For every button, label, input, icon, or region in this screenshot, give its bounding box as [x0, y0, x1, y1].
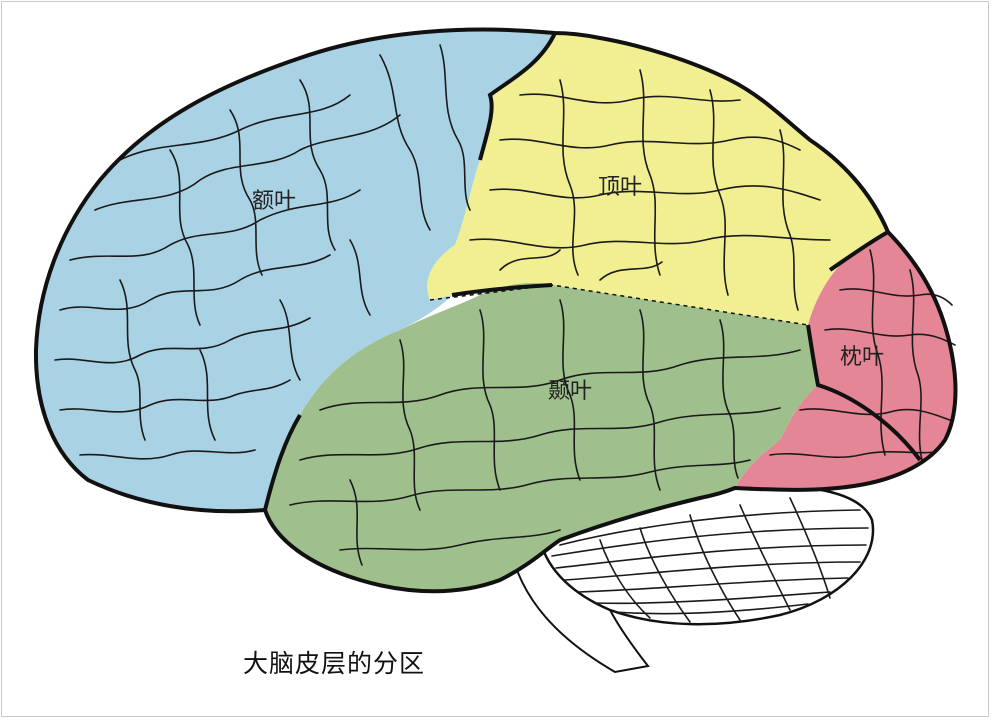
parieto-temporal-boundary	[429, 284, 809, 326]
frontal-temporal-boundary	[263, 413, 302, 511]
parietal-lobe	[427, 33, 888, 325]
central-sulcus	[478, 32, 557, 161]
parietal-lobe-label: 顶叶	[598, 175, 642, 200]
lateral-sulcus	[451, 283, 553, 297]
temporal-lobe-label: 颞叶	[548, 379, 592, 404]
brain-outline	[33, 27, 958, 594]
parieto-occipital-sulcus	[828, 230, 889, 272]
figure-caption: 大脑皮层的分区	[243, 649, 426, 678]
frontal-lobe-label: 额叶	[252, 189, 296, 214]
temporal-gyri	[289, 299, 801, 566]
parietal-gyri	[469, 69, 831, 311]
frontal-lobe	[35, 29, 556, 512]
frontal-gyri	[54, 44, 471, 460]
preoccipital-notch	[806, 324, 922, 462]
cerebellum-folia	[551, 497, 869, 623]
occipital-lobe-label: 枕叶	[840, 345, 884, 370]
